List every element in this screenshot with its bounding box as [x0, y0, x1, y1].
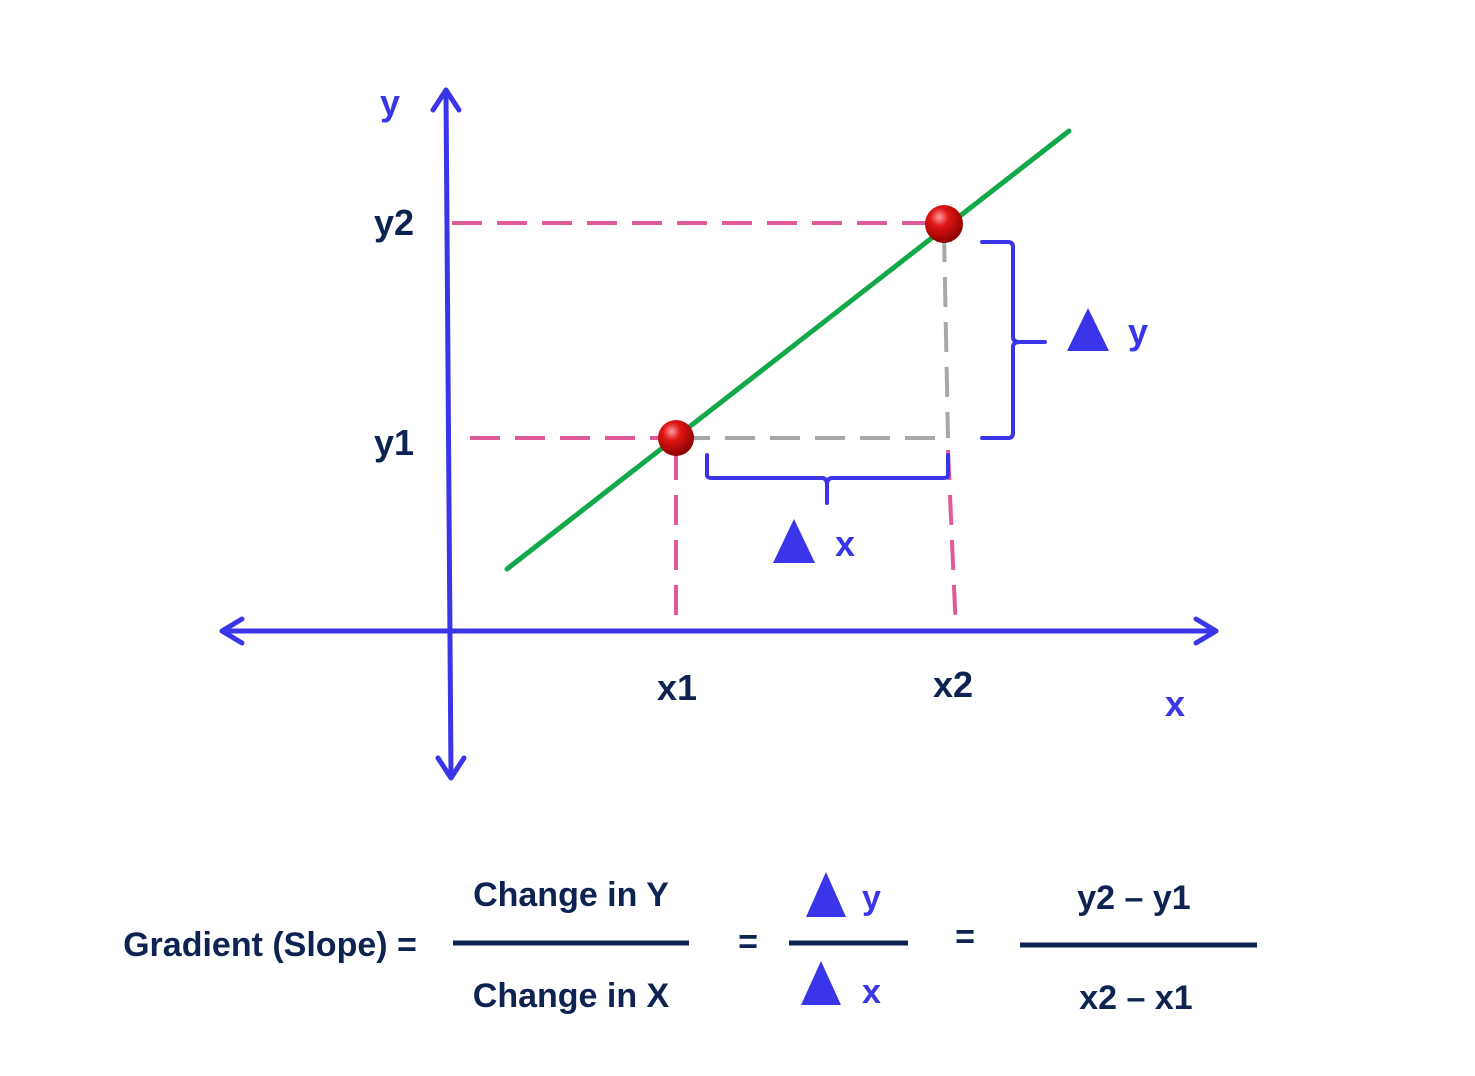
rise-guide-line	[942, 231, 950, 439]
x-axis-right-arrow-icon	[1193, 616, 1219, 646]
delta-triangle-icon	[806, 872, 846, 917]
delta-x-brace	[705, 453, 950, 505]
delta-triangle-icon	[773, 519, 815, 563]
formula-numerator-3: y2 – y1	[1077, 879, 1190, 917]
y-axis-up-arrow-icon	[430, 87, 462, 113]
formula-equals-1: =	[738, 923, 758, 961]
formula-lhs: Gradient (Slope) =	[123, 926, 417, 964]
delta-triangle-icon	[801, 961, 841, 1005]
x-axis	[219, 616, 1219, 646]
y-axis-label: y	[380, 82, 400, 123]
x1-label: x1	[657, 667, 697, 708]
y2-label: y2	[374, 202, 414, 243]
delta-y-var: y	[1128, 311, 1148, 352]
y-axis	[430, 87, 467, 781]
point-1	[658, 420, 694, 456]
formula-numerator-1: Change in Y	[473, 876, 669, 914]
formula-equals-2: =	[955, 918, 975, 956]
x2-label: x2	[933, 664, 973, 705]
delta-x-var: x	[835, 523, 855, 564]
gradient-line	[504, 128, 1072, 572]
x-axis-label: x	[1165, 683, 1185, 724]
x-axis-left-arrow-icon	[219, 616, 245, 646]
x2-lower-guide-line	[946, 449, 958, 633]
formula-denominator-3: x2 – x1	[1079, 979, 1192, 1017]
y-axis-down-arrow-icon	[435, 755, 467, 781]
delta-triangle-icon	[1067, 308, 1109, 351]
formula-denominator-2-var: x	[862, 973, 881, 1011]
formula-denominator-1: Change in X	[473, 977, 670, 1015]
formula-numerator-2-var: y	[862, 879, 881, 917]
delta-y-brace	[980, 240, 1047, 440]
point-2	[925, 205, 963, 243]
y1-label: y1	[374, 422, 414, 463]
